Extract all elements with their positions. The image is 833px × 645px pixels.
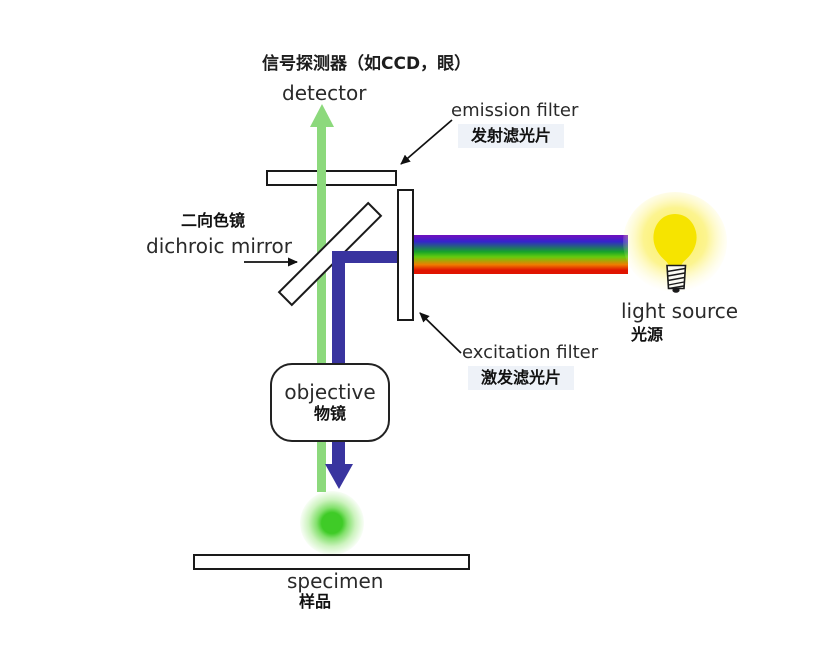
light-source-label-zh: 光源 bbox=[631, 325, 664, 344]
dichroic-mirror-label-en: dichroic mirror bbox=[146, 234, 293, 258]
objective-label-en: objective bbox=[284, 380, 376, 405]
emission-filter-pointer-arrow bbox=[400, 119, 453, 165]
excitation-beam-arrowhead-icon bbox=[325, 464, 353, 489]
specimen-slide-shape bbox=[193, 554, 470, 570]
excitation-filter-label-en: excitation filter bbox=[462, 342, 599, 363]
specimen-fluorescence-glow bbox=[300, 491, 364, 555]
specimen-label-en: specimen bbox=[287, 569, 384, 593]
light-bulb-icon bbox=[623, 192, 727, 293]
excitation-beam-horizontal bbox=[332, 251, 398, 263]
excitation-filter-shape bbox=[397, 189, 414, 321]
emission-filter-label-zh: 发射滤光片 bbox=[458, 124, 565, 149]
detector-label: detector bbox=[282, 81, 367, 105]
excitation-filter-pointer-arrow bbox=[419, 312, 462, 354]
excitation-beam-rainbow bbox=[414, 235, 628, 274]
detector-title-zh: 信号探测器（如CCD，眼） bbox=[262, 54, 472, 74]
emission-beam-shaft bbox=[317, 123, 326, 492]
objective-label-zh: 物镜 bbox=[313, 404, 346, 424]
dichroic-mirror-label-zh: 二向色镜 bbox=[181, 211, 246, 230]
objective-lens-box: objective 物镜 bbox=[270, 363, 390, 442]
emission-filter-shape bbox=[266, 170, 397, 186]
light-source-label-en: light source bbox=[621, 299, 739, 323]
excitation-filter-label-zh: 激发滤光片 bbox=[468, 366, 575, 391]
specimen-label-zh: 样品 bbox=[299, 592, 332, 611]
emission-filter-label-en: emission filter bbox=[451, 100, 579, 121]
emission-beam-arrowhead-icon bbox=[310, 104, 334, 127]
